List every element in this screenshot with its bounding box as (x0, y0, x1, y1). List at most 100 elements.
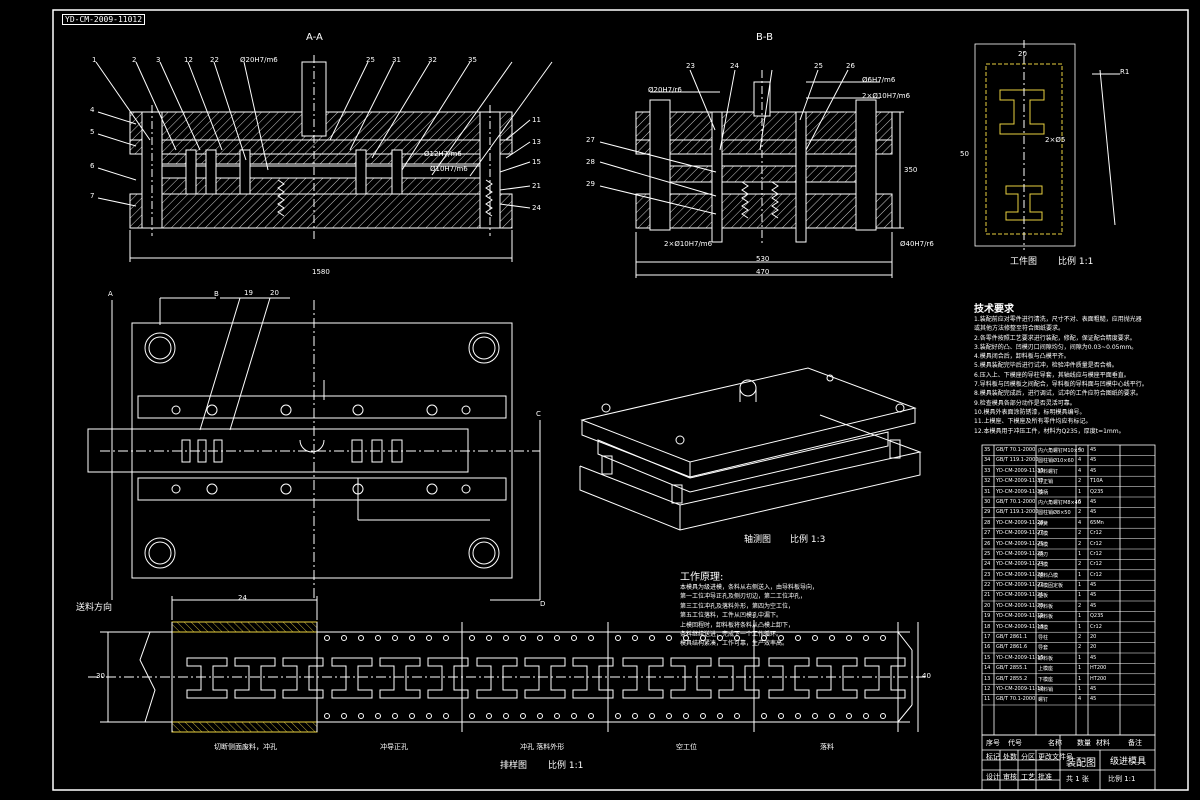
balloon-left: 5 (90, 128, 95, 136)
workpiece-dim-w: 20 (1018, 50, 1027, 58)
bom-cell: 1 (1078, 488, 1082, 495)
workpiece-dim-h: 50 (960, 150, 969, 158)
bom-table-grid (981, 444, 1156, 791)
tech-notes-title: 技术要求 (974, 304, 1014, 315)
strip-layout-scale: 比例 1:1 (548, 761, 584, 771)
bom-cell: 1 (1078, 675, 1082, 682)
bom-cell: GB/T 2861.1 (996, 634, 1028, 641)
tech-note-line: 3.装配好的凸、凹模刃口间隙均匀，间隙为0.03~0.05mm。 (974, 343, 1138, 351)
title-header-no: 序号 (986, 739, 1000, 747)
title-header-qty: 数量 (1077, 739, 1091, 747)
work-principle-title: 工作原理: (680, 572, 724, 583)
balloon-right: 21 (532, 182, 541, 190)
bom-cell: 1 (1078, 665, 1082, 672)
bom-cell: YD-CM-2009-11-19 (996, 613, 1044, 620)
bom-cell: 凸模 (1038, 541, 1049, 548)
bom-cell: 螺钉 (1038, 697, 1049, 704)
bom-cell: 32 (984, 478, 991, 485)
cut-marker-d: D (540, 600, 546, 608)
strip-part-shapes (186, 635, 906, 719)
tech-note-line: 6.压入上、下模座的导柱导套，其轴线应与模座平面垂直。 (974, 371, 1130, 379)
bom-cell: 凸模 (1038, 562, 1049, 569)
section-bb-fit-note-1: Ø20H7/r6 (648, 86, 682, 94)
bom-cell: 34 (984, 457, 991, 464)
bom-cell: Cr12 (1090, 540, 1102, 547)
balloon-bb: 26 (846, 62, 855, 70)
section-bb-height-dim: 350 (904, 166, 918, 174)
bom-cell: 45 (1090, 509, 1097, 516)
bom-cell: GB/T 2861.6 (996, 644, 1028, 651)
bom-cell: 凸模固定板 (1038, 583, 1064, 590)
bom-cell: 45 (1090, 582, 1097, 589)
bom-cell: 1 (1078, 571, 1082, 578)
bom-cell: YD-CM-2009-11-33 (996, 467, 1044, 474)
balloon-right: 11 (532, 116, 541, 124)
section-bb-title: B-B (756, 32, 773, 43)
bom-cell: YD-CM-2009-11-26 (996, 540, 1044, 547)
bom-cell: Cr12 (1090, 571, 1102, 578)
bom-cell: 弹簧 (1038, 520, 1049, 527)
tech-note-line: 10.模具外表面涂防锈漆，标明模具编号。 (974, 408, 1086, 416)
bom-cell: 1 (1078, 592, 1082, 599)
tech-note-line: 11.上模座、下模座及所有零件均应有标记。 (974, 418, 1092, 426)
title-label: 工艺 (1021, 773, 1035, 781)
bom-cell: 6 (1078, 498, 1082, 505)
bom-cell: 13 (984, 675, 991, 682)
bom-cell: 4 (1078, 447, 1082, 453)
balloon-bb: 23 (686, 62, 695, 70)
bom-cell: YD-CM-2009-11-18 (996, 623, 1044, 630)
bom-cell: Cr12 (1090, 530, 1102, 537)
bom-cell: 内六角螺钉M10×50 (1038, 448, 1085, 454)
bom-cell: 承料板 (1038, 614, 1054, 621)
bom-cell: GB/T 2855.2 (996, 675, 1028, 682)
bom-cell: 26 (984, 540, 991, 547)
balloon-bb: 29 (586, 180, 595, 188)
plan-view (87, 297, 541, 601)
bom-cell: 1 (1078, 613, 1082, 620)
section-bb-view (599, 69, 904, 278)
bom-cell: 17 (984, 634, 991, 641)
bom-cell: HT200 (1090, 675, 1107, 682)
bom-cell: 2 (1078, 602, 1082, 609)
balloon-top: 1 (92, 56, 97, 64)
bom-cell: 1 (1078, 550, 1082, 557)
balloon-left: 7 (90, 192, 95, 200)
station-label: 冲孔 落料外形 (520, 743, 565, 751)
bom-cell: Cr12 (1090, 561, 1102, 568)
work-principle-line: 第三工位冲孔及落料外形，第四为空工位， (680, 602, 795, 610)
bom-cell: GB/T 2855.1 (996, 665, 1028, 672)
bom-cell: 33 (984, 467, 991, 474)
bom-cell: 2 (1078, 561, 1082, 568)
balloon-right: 15 (532, 158, 541, 166)
bom-cell: 45 (1090, 602, 1097, 609)
bom-cell: YD-CM-2009-11-15 (996, 654, 1044, 661)
workpiece-dim-holes: 2×Ø5 (1045, 136, 1066, 144)
balloon-top: 31 (392, 56, 401, 64)
bom-cell: 25 (984, 550, 991, 557)
tech-note-line: 4.模具闭合后，卸料板与凸模平齐。 (974, 353, 1070, 361)
balloon-right: 24 (532, 204, 541, 212)
bom-cell: 2 (1078, 509, 1082, 516)
section-bb-fit-note-5: Ø40H7/r6 (900, 240, 934, 248)
title-header-name: 名称 (1048, 739, 1062, 747)
bom-cell: 27 (984, 530, 991, 537)
bom-cell: 45 (1090, 592, 1097, 599)
bom-cell: 1 (1078, 685, 1082, 692)
bom-cell: 20 (1090, 644, 1097, 651)
bom-cell: 圆柱销Ø8×50 (1038, 510, 1071, 517)
bom-cell: 垫板 (1038, 593, 1049, 600)
section-aa-title: A-A (306, 32, 323, 43)
bom-cell: 卸料螺钉 (1038, 468, 1059, 475)
tech-note-line: 8.模具装配完成后，进行调试，试冲的工件应符合图纸的要求。 (974, 390, 1142, 398)
bom-cell: YD-CM-2009-11-12 (996, 685, 1044, 692)
workpiece-view (974, 40, 1120, 250)
